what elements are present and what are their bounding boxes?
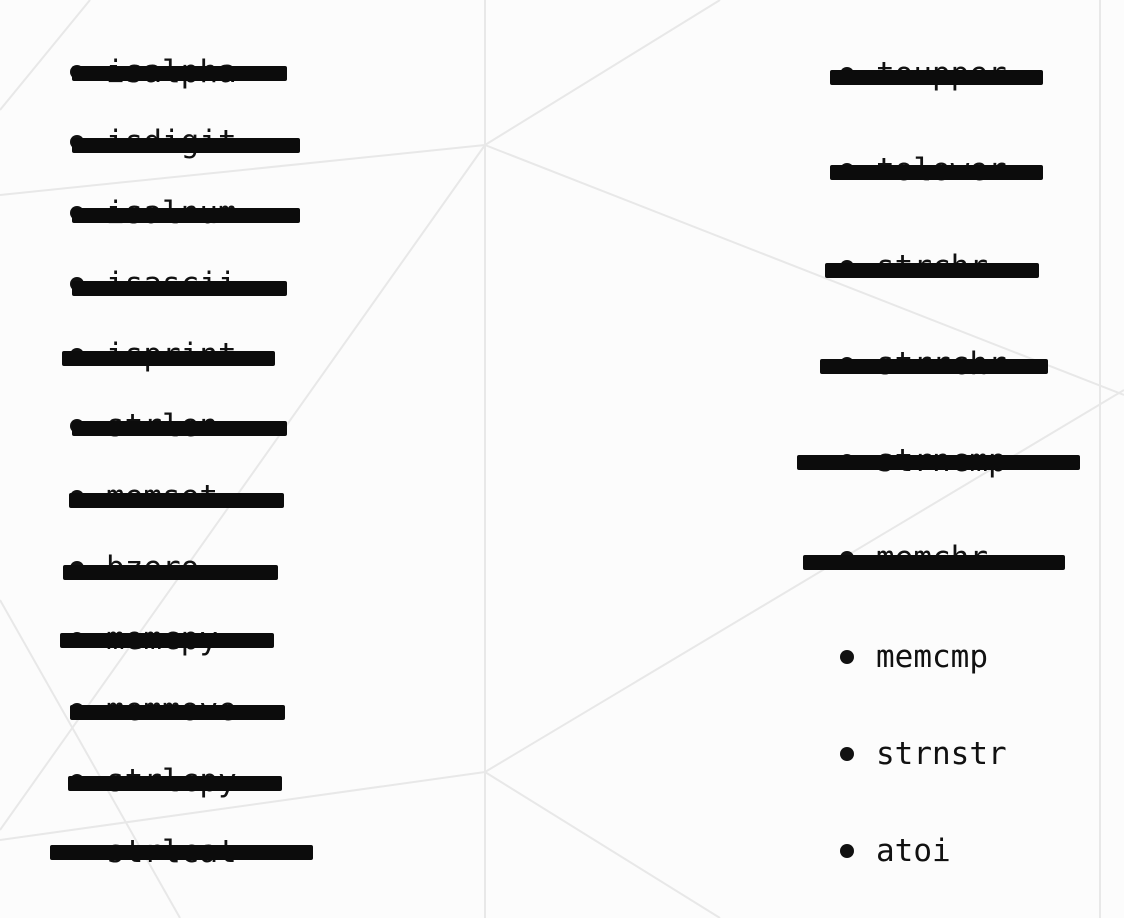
left-function-list: isalphaisdigitisalnumisasciiisprintstrle… (50, 0, 390, 918)
right-function-list: touppertolowerstrchrstrrchrstrncmpmemchr… (797, 0, 1124, 918)
redaction-bar (63, 565, 278, 580)
redaction-bar (72, 208, 300, 223)
function-name: atoi (876, 833, 951, 869)
function-name: strnstr (876, 736, 1007, 772)
redaction-bar (797, 455, 1080, 470)
bullet-icon (840, 844, 854, 858)
redaction-bar (50, 845, 313, 860)
bullet-icon (840, 650, 854, 664)
function-name: memcmp (876, 639, 988, 675)
bullet-icon (840, 747, 854, 761)
redaction-bar (825, 263, 1039, 278)
redaction-bar (60, 633, 274, 648)
redaction-bar (830, 165, 1043, 180)
redaction-bar (830, 70, 1043, 85)
redaction-bar (70, 705, 285, 720)
redaction-bar (68, 776, 282, 791)
redaction-bar (69, 493, 284, 508)
redaction-bar (803, 555, 1065, 570)
list-item: strnstr (840, 734, 1007, 774)
list-item: memcmp (840, 637, 988, 677)
redaction-bar (72, 66, 287, 81)
redaction-bar (72, 281, 287, 296)
list-item: atoi (840, 831, 951, 871)
redaction-bar (72, 138, 300, 153)
redaction-bar (62, 351, 275, 366)
redaction-bar (72, 421, 287, 436)
redaction-bar (820, 359, 1048, 374)
